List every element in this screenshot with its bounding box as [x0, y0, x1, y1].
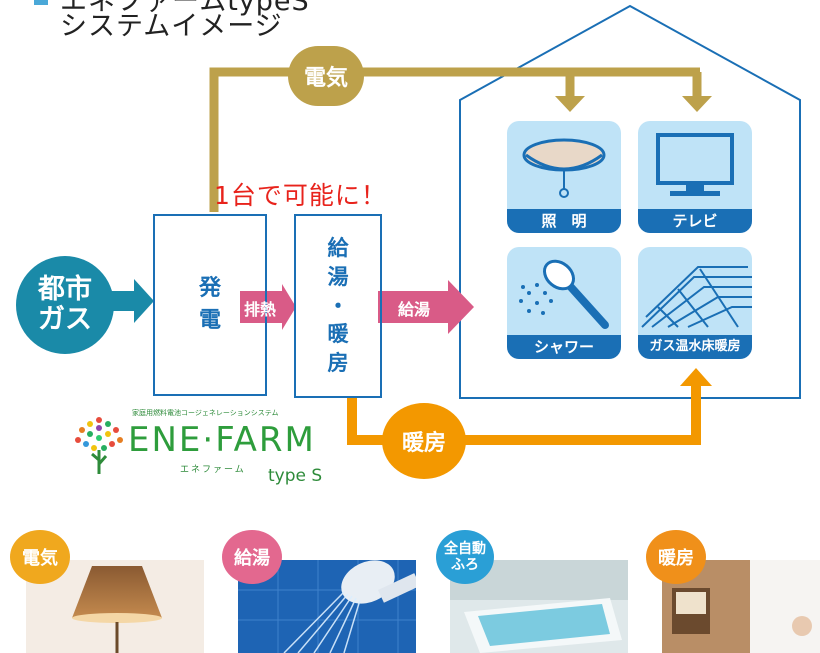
tile-shower-label: シャワー: [507, 335, 621, 359]
electricity-badge-label: 電気: [303, 66, 348, 91]
exhaust-arrow-body: [240, 291, 284, 323]
badge-hotwater-label: 給湯: [234, 548, 270, 569]
heating-arrowhead: [680, 368, 712, 386]
hotwater-label: 給湯: [398, 300, 431, 319]
tile-shower: シャワー: [507, 247, 621, 359]
badge-electricity-label: 電気: [22, 548, 58, 569]
hotwater-heating-box: 給 湯 ・ 暖 房: [294, 214, 382, 398]
electricity-arrowhead-1: [555, 96, 585, 112]
badge-electricity: 電気: [10, 530, 70, 584]
logo-type: type S: [268, 466, 323, 486]
gas-arrow-head: [134, 279, 154, 323]
lamp-photo-icon: [72, 566, 162, 653]
heating-badge: 暖房: [382, 403, 466, 479]
generator-char-1: 発: [198, 276, 221, 302]
city-gas-circle: 都市 ガス: [16, 256, 114, 354]
house-outline: [459, 4, 801, 399]
unit-char-1: 給: [327, 235, 349, 260]
shower-icon: [519, 259, 609, 329]
diagram-title: エネファームtypeS: [60, 0, 310, 17]
diagram-subtitle: システムイメージ: [60, 11, 283, 42]
city-gas-label-2: ガス: [38, 304, 92, 335]
generator-char-2: 電: [198, 308, 221, 333]
logo-name: ENE·FARM: [128, 420, 316, 460]
hotwater-arrow-body: [378, 291, 450, 323]
heating-line: [347, 384, 701, 445]
badge-auto-bath-line1: 全自動: [444, 540, 486, 557]
unit-char-3: ・: [327, 293, 349, 318]
tv-icon: [656, 133, 734, 196]
title-marker: [34, 0, 48, 5]
hotwater-arrow-head: [448, 280, 474, 334]
exhaust-arrow-head: [282, 284, 296, 330]
unit-char-4: 暖: [327, 322, 349, 347]
gas-arrow-shaft: [112, 291, 138, 311]
enefarm-logo: 家庭用燃料電池コージェネレーションシステム ENE·FARM エネファーム ty…: [70, 408, 340, 488]
exhaust-heat-label: 排熱: [244, 300, 277, 319]
unit-char-5: 房: [327, 351, 349, 376]
tile-lighting: 照 明: [507, 121, 621, 233]
city-gas-label-1: 都市: [38, 274, 92, 306]
electricity-badge: 電気: [288, 46, 364, 106]
tile-floor-heating: ガス温水床暖房: [638, 247, 752, 359]
tile-lighting-label: 照 明: [507, 209, 621, 233]
ceiling-light-icon: [522, 138, 606, 198]
badge-heating: 暖房: [646, 530, 706, 584]
tile-tv: テレビ: [638, 121, 752, 233]
tile-floor-heating-label: ガス温水床暖房: [638, 335, 752, 359]
electricity-line: [209, 67, 700, 212]
electricity-arrowhead-2: [682, 96, 712, 112]
photo-electricity: [26, 560, 204, 653]
logo-kana: エネファーム: [180, 465, 246, 475]
heating-badge-label: 暖房: [401, 431, 446, 456]
unit-char-2: 湯: [327, 264, 349, 289]
tree-logo-icon: [75, 417, 123, 474]
tile-tv-label: テレビ: [638, 209, 752, 233]
badge-hotwater: 給湯: [222, 530, 282, 584]
logo-small-text: 家庭用燃料電池コージェネレーションシステム: [132, 409, 279, 417]
generator-box: 発 電: [153, 214, 267, 396]
badge-auto-bath: 全自動 ふろ: [436, 530, 494, 584]
badge-heating-label: 暖房: [658, 548, 694, 569]
shower-photo-icon: [238, 560, 416, 653]
badge-auto-bath-line2: ふろ: [451, 557, 479, 573]
tagline: 1台で可能に！: [214, 181, 387, 210]
bathtub-photo-icon: [450, 560, 628, 653]
floor-heating-icon: [641, 266, 752, 328]
